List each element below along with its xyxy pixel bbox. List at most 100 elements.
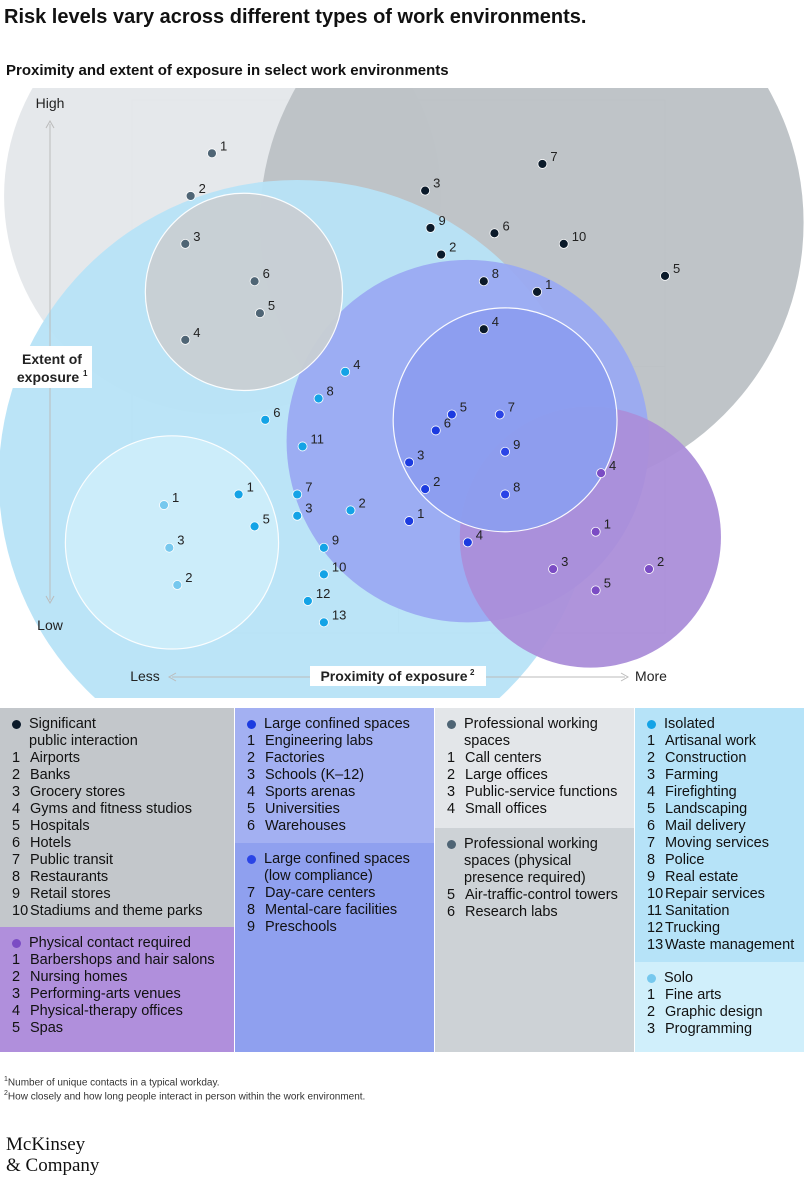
point-label-public-6: 6 bbox=[502, 218, 509, 233]
point-label-solo-1: 1 bbox=[172, 490, 179, 505]
point-label-confined-3: 3 bbox=[417, 447, 424, 462]
point-label-professional-4: 4 bbox=[193, 325, 200, 340]
legend-item-label: Small offices bbox=[465, 801, 547, 817]
legend-item-number: 13 bbox=[647, 937, 664, 953]
y-axis-low-label: Low bbox=[37, 617, 64, 633]
legend-item-label: Sanitation bbox=[665, 903, 730, 919]
point-label-isolated-8: 8 bbox=[327, 383, 334, 398]
point-label-physical-2: 2 bbox=[657, 554, 664, 569]
legend-item-label: Engineering labs bbox=[265, 733, 374, 749]
legend-item-label: Universities bbox=[265, 801, 340, 817]
legend-item-label: Hospitals bbox=[30, 818, 90, 834]
legend-dot-professional_req bbox=[447, 840, 456, 849]
legend-item-number: 5 bbox=[647, 801, 656, 817]
legend-item-label: Call centers bbox=[465, 750, 542, 766]
legend-item-isolated-5: 5 Landscaping bbox=[647, 801, 804, 818]
legend-item-label: Moving services bbox=[665, 835, 769, 851]
legend-title-text-solo: Solo bbox=[664, 970, 694, 986]
legend-item-label: Retail stores bbox=[30, 886, 111, 902]
point-confined-6 bbox=[430, 425, 441, 436]
legend-title-isolated: Isolated bbox=[647, 716, 804, 733]
y-axis-title-line2: exposure bbox=[17, 369, 79, 385]
legend-item-label: Factories bbox=[265, 750, 325, 766]
point-isolated-4 bbox=[340, 366, 351, 377]
point-isolated-3 bbox=[292, 510, 303, 521]
point-isolated-12 bbox=[302, 596, 313, 606]
y-axis-arrow-down bbox=[45, 595, 55, 605]
legend-item-number: 9 bbox=[12, 886, 21, 902]
point-isolated-5 bbox=[249, 521, 260, 532]
x-axis-title-sup: 2 bbox=[470, 668, 475, 677]
point-label-isolated-13: 13 bbox=[332, 607, 346, 622]
legend-item-label: Public transit bbox=[30, 852, 114, 868]
point-physical-1 bbox=[590, 526, 601, 537]
legend-item-number: 2 bbox=[447, 767, 456, 783]
legend-item-label: Sports arenas bbox=[265, 784, 356, 800]
point-label-professional-1: 1 bbox=[220, 138, 227, 153]
mckinsey-logo: McKinsey & Company bbox=[6, 1134, 100, 1176]
legend-item-number: 3 bbox=[12, 986, 21, 1002]
point-label-confined-4: 4 bbox=[476, 527, 483, 542]
point-label-professional-2: 2 bbox=[199, 181, 206, 196]
point-isolated-13 bbox=[318, 617, 329, 628]
legend-item-label: Waste management bbox=[665, 937, 795, 953]
legend-item-label: Nursing homes bbox=[30, 969, 128, 985]
legend-item-number: 1 bbox=[12, 750, 21, 766]
y-axis-arrow-up bbox=[45, 119, 55, 129]
point-label-isolated-7: 7 bbox=[305, 479, 312, 494]
point-physical-2 bbox=[644, 564, 654, 574]
legend-item-number: 6 bbox=[647, 818, 656, 834]
point-physical-3 bbox=[548, 564, 558, 574]
legend-item-number: 10 bbox=[12, 903, 29, 919]
point-public-6 bbox=[489, 228, 500, 239]
legend-item-number: 5 bbox=[447, 887, 456, 903]
bubble-chart: 1234123456789101234567891011121312345612… bbox=[0, 88, 804, 698]
point-confined-5 bbox=[446, 409, 457, 420]
legend-item-number: 10 bbox=[647, 886, 664, 902]
x-axis-label-bg bbox=[310, 666, 486, 686]
legend-item-number: 5 bbox=[12, 818, 21, 834]
point-label-physical-4: 4 bbox=[609, 458, 616, 473]
legend-item-number: 1 bbox=[647, 987, 656, 1003]
legend-item-label: Public-service functions bbox=[465, 784, 618, 800]
legend-item-label: Landscaping bbox=[665, 801, 748, 817]
point-label-confined_low-7: 7 bbox=[508, 399, 515, 414]
point-professional-3 bbox=[180, 239, 191, 249]
legend-title-physical: Physical contact required bbox=[12, 935, 234, 952]
point-confined-1 bbox=[404, 516, 415, 526]
legend-dot-physical bbox=[12, 939, 21, 948]
y-axis-title-sup: 1 bbox=[83, 369, 88, 378]
legend-item-number: 1 bbox=[247, 733, 256, 749]
legend-item-public-5: 5 Hospitals bbox=[12, 818, 234, 835]
point-isolated-8 bbox=[313, 393, 324, 404]
legend-dot-isolated bbox=[647, 720, 656, 729]
legend-item-number: 7 bbox=[647, 835, 656, 851]
legend-dot-solo bbox=[647, 974, 656, 983]
bubble-confined_low bbox=[392, 307, 618, 533]
legend-item-label: Spas bbox=[30, 1020, 64, 1036]
point-label-isolated-6: 6 bbox=[273, 405, 280, 420]
point-physical-4 bbox=[596, 468, 606, 479]
